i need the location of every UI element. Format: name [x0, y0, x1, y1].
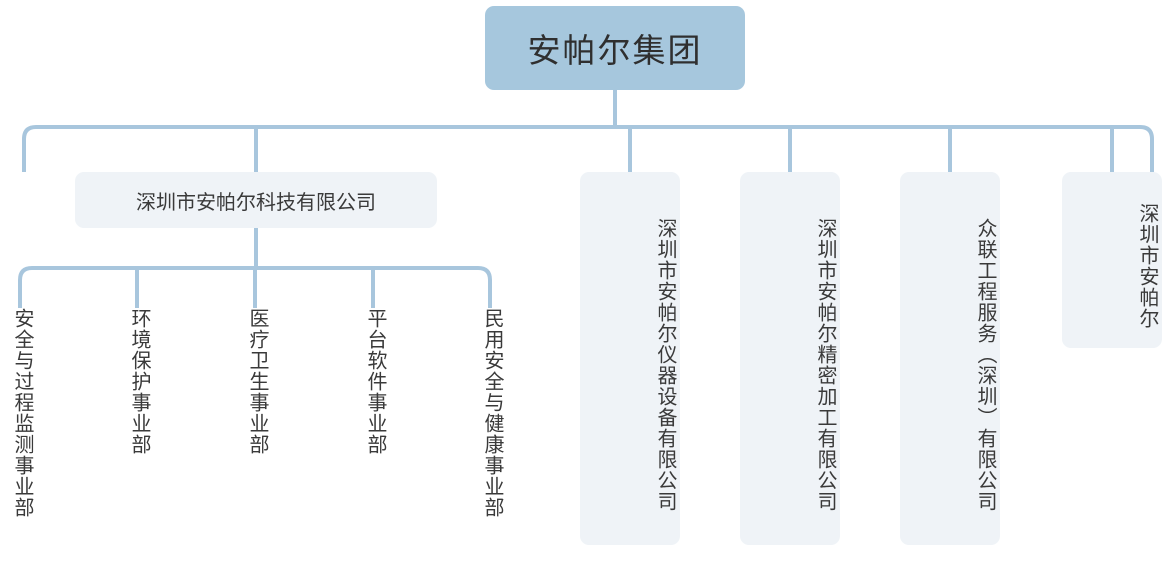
node-subsidiary-ampere[interactable]: 深圳市安帕尔	[1062, 172, 1162, 348]
node-division-platform-software[interactable]: 平台软件事业部	[364, 308, 386, 455]
node-division-civil-safety-health[interactable]: 民用安全与健康事业部	[481, 308, 503, 518]
node-subsidiary-precision[interactable]: 深圳市安帕尔精密加工有限公司	[740, 172, 840, 545]
connector-sub-bus	[18, 266, 492, 308]
node-subsidiary-instruments[interactable]: 深圳市安帕尔仪器设备有限公司	[580, 172, 680, 545]
node-division-medical[interactable]: 医疗卫生事业部	[246, 308, 268, 455]
node-subsidiary-engineering[interactable]: 众联工程服务（深圳）有限公司	[900, 172, 1000, 545]
node-subsidiary-tech[interactable]: 深圳市安帕尔科技有限公司	[75, 172, 437, 228]
connector-main-bus	[22, 125, 1154, 172]
node-root[interactable]: 安帕尔集团	[485, 6, 745, 90]
node-division-safety-monitoring[interactable]: 安全与过程监测事业部	[11, 308, 33, 518]
node-division-environmental[interactable]: 环境保护事业部	[128, 308, 150, 455]
